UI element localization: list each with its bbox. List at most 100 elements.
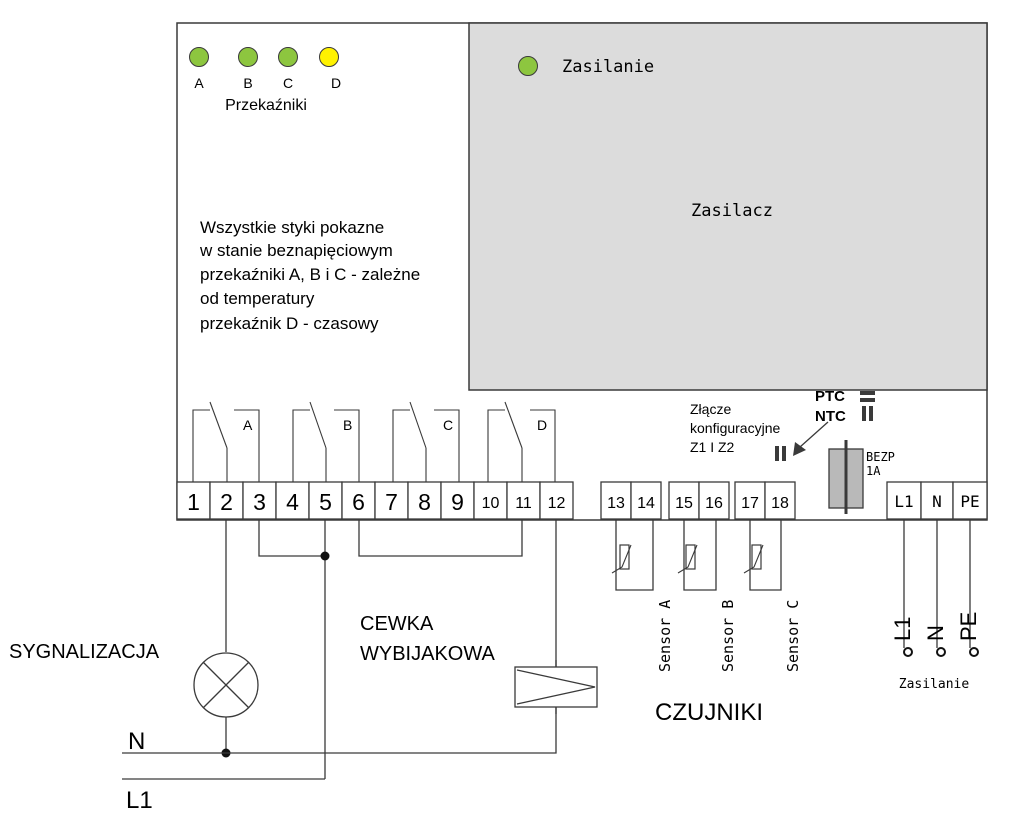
sensors-caption: CZUJNIKI: [655, 699, 763, 726]
coil-label-line1: CEWKA: [360, 613, 434, 635]
junction-dot: [320, 551, 330, 561]
note-line: w stanie beznapięciowym: [199, 241, 393, 260]
terminal-number: 3: [253, 489, 266, 515]
sensor-b: Sensor B: [677, 519, 737, 672]
terminal-number: 7: [385, 489, 398, 515]
terminal-number: 5: [319, 489, 332, 515]
sensor-wiring: Sensor A Sensor B Sensor C CZUJNIKI: [611, 519, 802, 726]
terminal-number: 4: [286, 489, 299, 515]
relay-contacts: A B C D: [192, 401, 556, 482]
terminal-number: 1: [187, 489, 200, 515]
terminal-7: [374, 481, 409, 520]
terminal-13: [600, 481, 632, 520]
terminal-number: 10: [482, 495, 500, 512]
terminal-number: 17: [741, 495, 759, 512]
relay-led-c: [278, 47, 298, 67]
terminal-number: 15: [675, 495, 693, 512]
note-line: przekaźniki A, B i C - zależne: [200, 265, 420, 284]
relay-contact-a: A: [192, 401, 260, 482]
relay-wiring: [122, 519, 557, 780]
signal-lamp: SYGNALIZACJA: [9, 641, 259, 718]
thermistor-icon: [751, 544, 762, 570]
terminal-17: [734, 481, 766, 520]
terminal-number: 13: [607, 495, 625, 512]
config-label-line: konfiguracyjne: [690, 420, 780, 436]
ptc-label: PTC: [815, 388, 845, 405]
terminal-2: [209, 481, 244, 520]
ntc-label: NTC: [815, 408, 846, 425]
sensor-c: Sensor C: [743, 519, 802, 672]
note-line: przekaźnik D - czasowy: [200, 314, 379, 333]
led-label-a: A: [194, 75, 204, 91]
config-connector: Złącze konfiguracyjne Z1 I Z2 PTC NTC: [690, 388, 875, 461]
coil-label-line2: WYBIJAKOWA: [360, 643, 495, 665]
ntc-jumper-icon: [869, 406, 873, 421]
terminal-number: 18: [771, 495, 789, 512]
line-n-label: N: [128, 728, 145, 755]
relay-label-c: C: [443, 417, 453, 433]
config-label-line: Z1 I Z2: [690, 439, 735, 455]
ntc-jumper-icon: [862, 406, 866, 421]
ptc-jumper-icon: [860, 391, 875, 395]
trip-coil: CEWKA WYBIJAKOWA: [360, 613, 598, 708]
relay-contact-b: B: [292, 401, 360, 482]
fuse: BEZP 1A: [828, 440, 895, 514]
power-terminal-strip: L1 N PE: [886, 481, 988, 520]
sensor-a: Sensor A: [611, 519, 674, 672]
contact-notes: Wszystkie styki pokazne w stanie beznapi…: [199, 218, 420, 333]
relay-leds: A B C D Przekaźniki: [189, 47, 341, 114]
thermistor-icon: [685, 544, 696, 570]
relay-led-d: [319, 47, 339, 67]
sensor-label-c: Sensor C: [784, 600, 802, 672]
config-jumper-icon: [782, 446, 786, 461]
terminal-number: 9: [451, 489, 464, 515]
terminal-n: [920, 481, 954, 520]
terminal-18: [764, 481, 796, 520]
power-led: [518, 56, 538, 76]
config-jumper-icon: [775, 446, 779, 461]
terminal-4: [275, 481, 310, 520]
mains-caption: Zasilanie: [899, 677, 970, 692]
terminal-pe: [952, 481, 988, 520]
lead-label-pe: PE: [956, 612, 981, 641]
relay-label-b: B: [343, 417, 352, 433]
relay-contact-d: D: [487, 401, 556, 482]
relay-led-a: [189, 47, 209, 67]
terminal-label: N: [932, 492, 942, 511]
ptc-jumper-icon: [860, 398, 875, 402]
thermistor-icon: [619, 544, 630, 570]
sensor-label-b: Sensor B: [719, 600, 737, 672]
lead-terminal-icon: [903, 647, 913, 657]
lead-label-n: N: [923, 625, 948, 641]
lead-terminal-icon: [936, 647, 946, 657]
terminal-14: [630, 481, 662, 520]
leds-caption: Przekaźniki: [225, 97, 307, 114]
terminal-label: L1: [894, 492, 913, 511]
signal-label: SYGNALIZACJA: [9, 641, 160, 663]
terminal-8: [407, 481, 442, 520]
power-led-label: Zasilanie: [562, 57, 654, 77]
fuse-label: BEZP: [866, 450, 895, 464]
terminal-number: 12: [548, 495, 566, 512]
coil-icon: [514, 666, 598, 708]
config-arrow-icon: [793, 442, 806, 456]
relay-label-a: A: [243, 417, 253, 433]
terminal-12: [539, 481, 574, 520]
terminal-number: 11: [515, 495, 532, 512]
relay-led-b: [238, 47, 258, 67]
coil-icon: [516, 669, 596, 705]
lead-label-l1: L1: [890, 617, 915, 641]
lead-terminal-icon: [969, 647, 979, 657]
terminal-number: 6: [352, 489, 365, 515]
note-line: Wszystkie styki pokazne: [200, 218, 384, 237]
led-label-b: B: [243, 75, 252, 91]
terminal-number: 16: [705, 495, 723, 512]
lamp-icon: [202, 661, 250, 709]
config-arrow-line: [799, 421, 829, 448]
terminal-3: [242, 481, 277, 520]
terminal-number: 8: [418, 489, 431, 515]
power-supply-block: [468, 22, 988, 391]
led-label-c: C: [283, 75, 293, 91]
relay-label-d: D: [537, 417, 547, 433]
note-line: od temperatury: [200, 289, 315, 308]
